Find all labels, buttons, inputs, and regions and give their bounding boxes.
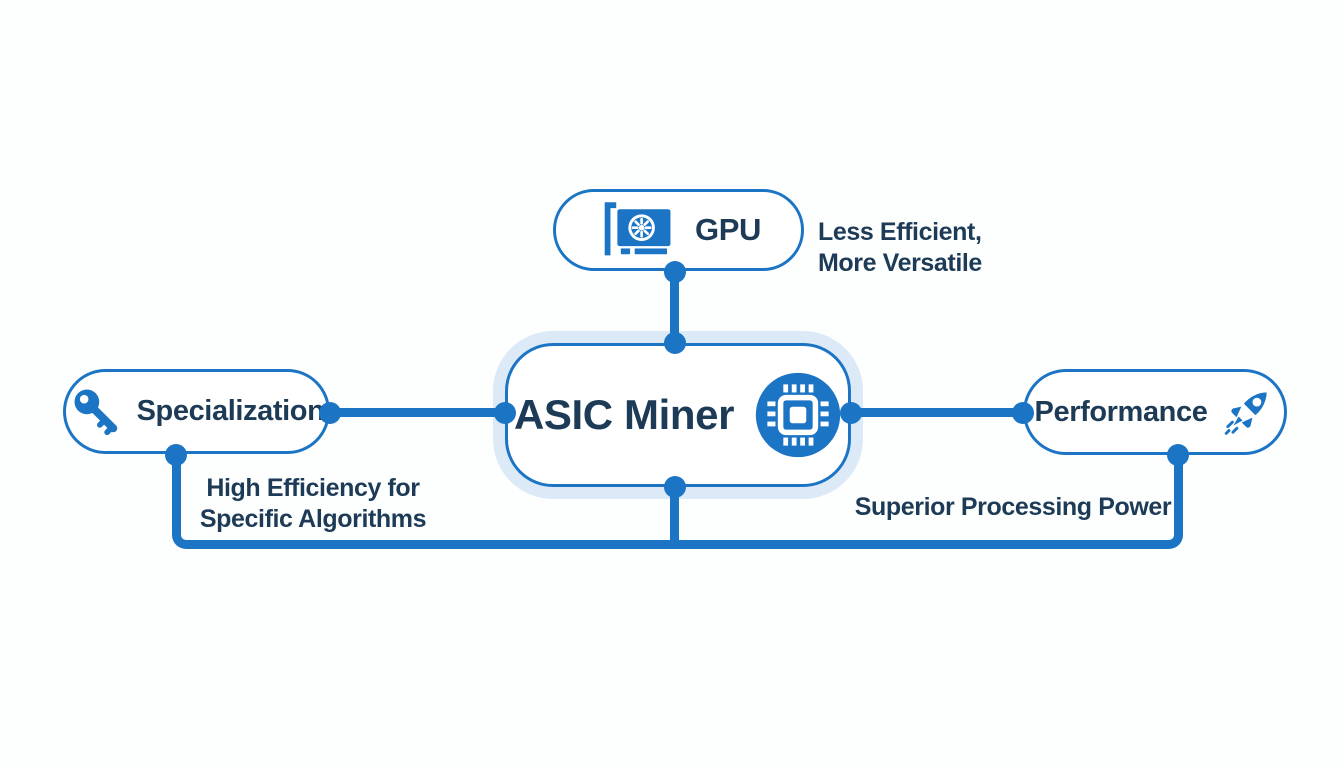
gpu-annotation-line1: Less Efficient,	[818, 218, 982, 246]
node-gpu-label: GPU	[695, 212, 761, 247]
key-icon	[69, 385, 125, 439]
junction-dot-center-top	[664, 332, 686, 354]
node-specialization: Specialization	[63, 369, 330, 454]
connector-center-to-bottom	[670, 484, 679, 546]
gpu-card-icon	[596, 200, 678, 260]
gpu-annotation: Less Efficient, More Versatile	[818, 217, 1058, 279]
processor-chip-icon	[754, 371, 842, 459]
junction-dot-specialization-bottom	[165, 444, 187, 466]
connector-gpu-to-center	[670, 270, 679, 346]
junction-dot-gpu-bottom	[664, 261, 686, 283]
junction-dot-center-left	[494, 402, 516, 424]
rocket-icon	[1219, 385, 1275, 439]
junction-dot-performance-bottom	[1167, 444, 1189, 466]
connector-specialization-to-center	[329, 408, 506, 417]
connector-bottom-path	[172, 455, 1183, 549]
node-gpu: GPU	[553, 189, 804, 271]
specialization-annotation-line1: High Efficiency for	[206, 474, 420, 502]
node-specialization-label: Specialization	[136, 395, 325, 427]
junction-dot-center-bottom	[664, 476, 686, 498]
specialization-annotation-line2: Specific Algorithms	[199, 505, 427, 533]
node-performance-label: Performance	[1034, 395, 1208, 428]
junction-dot-performance-left	[1012, 402, 1034, 424]
junction-dot-center-right	[840, 402, 862, 424]
specialization-annotation: High Efficiency for Specific Algorithms	[163, 473, 463, 535]
gpu-annotation-line2: More Versatile	[818, 249, 982, 277]
node-asic-miner: ASIC Miner	[505, 343, 851, 487]
performance-annotation-line1: Superior Processing Power	[854, 493, 1172, 521]
node-asic-miner-label: ASIC Miner	[513, 391, 735, 438]
junction-dot-specialization-right	[319, 402, 341, 424]
node-performance: Performance	[1023, 369, 1287, 455]
performance-annotation: Superior Processing Power	[853, 492, 1173, 523]
connector-center-to-performance	[850, 408, 1024, 417]
